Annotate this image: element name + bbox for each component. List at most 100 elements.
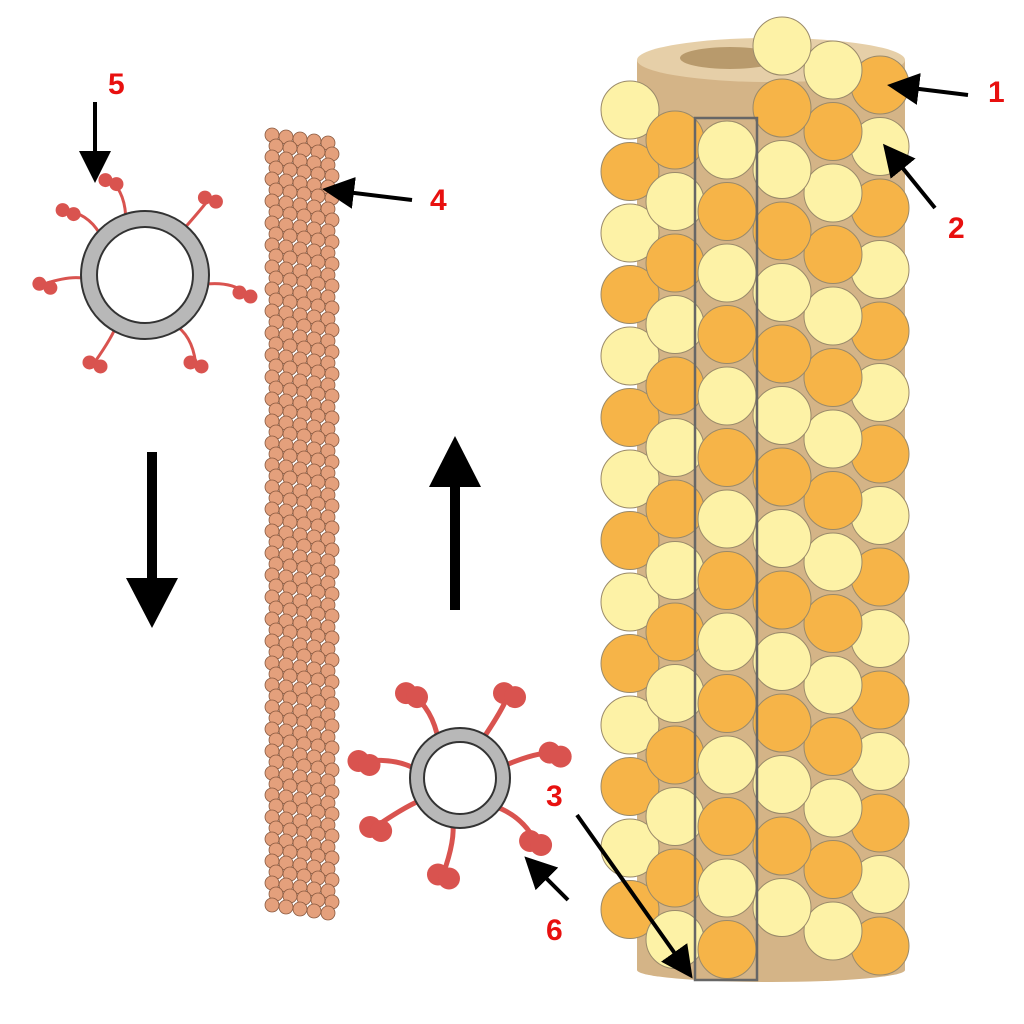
tubulin-subunit [803, 225, 863, 284]
tubulin-subunit [697, 920, 757, 979]
tubulin-subunit [697, 428, 757, 487]
label-6: 6 [546, 914, 563, 947]
pointer-4 [322, 177, 413, 209]
motor-head [358, 753, 381, 776]
tubulin-subunit [600, 203, 660, 263]
tubulin-subunit [752, 263, 812, 322]
tubulin-subunit [697, 182, 757, 241]
tubulin-subunit [752, 201, 812, 261]
tubulin-subunit [752, 570, 812, 630]
pointer-1 [887, 73, 969, 105]
tubulin-subunit [803, 163, 863, 223]
small-tubulin-subunit [278, 899, 294, 915]
tubulin-subunit [600, 695, 660, 755]
tubulin-subunit [803, 102, 863, 161]
tubulin-subunit [600, 449, 660, 509]
tubulin-subunit [752, 16, 812, 76]
small-tubulin-subunit [292, 901, 308, 917]
motor-head [530, 833, 553, 856]
tubulin-subunit [803, 532, 863, 592]
tubulin-subunit [600, 572, 660, 632]
tubulin-subunit [697, 243, 757, 303]
label-5: 5 [108, 68, 125, 101]
vesicle-membrane [411, 729, 509, 827]
up-arrow-head [429, 436, 481, 487]
tubulin-subunit [803, 840, 863, 899]
tubulin-subunit [803, 40, 863, 100]
tubulin-subunit [752, 816, 812, 876]
tubulin-subunit [752, 324, 812, 384]
tubulin-subunit [752, 693, 812, 753]
motor-head [232, 285, 247, 300]
motor-head [183, 355, 198, 370]
vesicle-top [32, 173, 258, 374]
motor-head [55, 203, 70, 218]
tubulin-subunit [600, 880, 660, 939]
tubulin-subunit [697, 612, 757, 672]
tubulin-subunit [752, 755, 812, 814]
tubulin-subunit [697, 305, 757, 364]
pointer-3 [575, 813, 693, 979]
tubulin-subunit [752, 386, 812, 445]
tubulin-subunit [752, 140, 812, 199]
pointer-6 [524, 856, 570, 902]
small-tubulin-subunit [320, 905, 336, 921]
tubulin-subunit [697, 551, 757, 610]
tubulin-subunit [697, 797, 757, 856]
tubulin-subunit [697, 858, 757, 918]
tubulin-subunit [752, 509, 812, 568]
tubulin-subunit [697, 735, 757, 795]
motor-head [32, 276, 47, 291]
tubulin-subunit [803, 594, 863, 653]
tubulin-subunit [697, 366, 757, 426]
motor-head [197, 190, 212, 205]
motor-head [194, 359, 209, 374]
tubulin-subunit [752, 632, 812, 691]
tubulin-subunit [803, 778, 863, 838]
vesicle-membrane [82, 212, 208, 338]
vesicle-bottom [347, 682, 572, 890]
small-tubulin-subunit [306, 903, 322, 919]
motor-head [504, 686, 526, 709]
motor-head [43, 280, 58, 295]
tubulin-subunit [600, 265, 660, 324]
motor-head [370, 820, 393, 842]
motor-head [208, 194, 223, 209]
tubulin-subunit [803, 348, 863, 407]
label-1: 1 [988, 76, 1005, 109]
motor-head [437, 867, 460, 890]
tubulin-subunit [752, 78, 812, 138]
label-2: 2 [948, 212, 965, 245]
tubulin-subunit [600, 757, 660, 816]
tubulin-subunit [600, 388, 660, 447]
protofilament-highlight-box [693, 116, 759, 982]
tubulin-subunit [803, 409, 863, 469]
tubulin-subunit [600, 142, 660, 201]
tubulin-subunit [803, 655, 863, 715]
tubulin-subunit [803, 901, 863, 961]
motor-head [66, 207, 81, 222]
tubulin-subunit [697, 120, 757, 180]
tubulin-subunit [697, 674, 757, 733]
pointer-arrows [79, 73, 969, 979]
motor-head [243, 289, 258, 304]
tubulin-subunit [600, 326, 660, 386]
motor-head [549, 745, 572, 768]
tubulin-subunit [803, 471, 863, 530]
motor-head [82, 355, 97, 370]
tubulin-subunit [803, 286, 863, 346]
label-4: 4 [430, 184, 447, 217]
small-tubulin-subunit [264, 897, 280, 913]
tubulin-subunit [752, 447, 812, 507]
down-arrow-head [126, 578, 178, 628]
label-3: 3 [546, 780, 563, 813]
tubulin-subunit [803, 717, 863, 776]
tubulin-subunit [600, 634, 660, 693]
tubulin-subunit [600, 80, 660, 140]
tubulin-subunit [752, 878, 812, 937]
tubulin-subunit [600, 511, 660, 570]
tubulin-subunit [697, 489, 757, 549]
motor-head [109, 177, 124, 192]
